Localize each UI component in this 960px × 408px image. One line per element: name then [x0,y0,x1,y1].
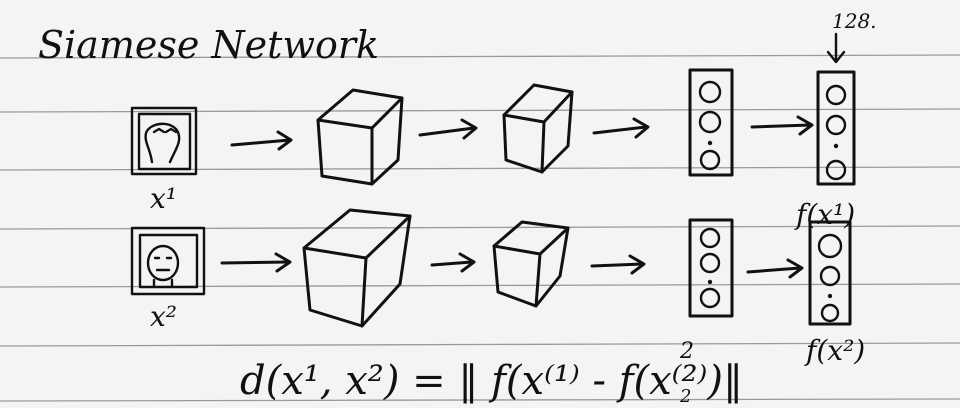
cnn-block-large-bottom [302,208,412,328]
encoding-vector-top [816,70,856,186]
formula-superscript: 2 [679,339,694,364]
input-label-top: x¹ [150,182,177,215]
face-sketch-bottom [146,244,180,282]
encoding-vector-bottom [808,220,852,326]
embedding-size-label: 128. [832,9,877,33]
input-label-bottom: x² [150,300,177,333]
arrow-input-to-cnn-top [230,138,292,147]
distance-formula: d(x¹, x²) = ‖ f(x⁽¹⁾ - f(x⁽²⁾)‖ [240,358,743,404]
cnn-block-small-top [502,83,574,174]
arrow-vector-to-encoding-bottom [746,266,802,274]
arrow-cnn-large-to-small-bottom [430,260,474,267]
feature-vector-bottom [688,218,734,318]
distance-formula-main: d(x¹, x²) = ‖ f(x⁽¹⁾ - f(x⁽²⁾)‖ [240,358,743,404]
cnn-block-large-top [316,88,404,186]
bottom-input-image [130,226,206,296]
diagram-title: Siamese Network [38,23,379,67]
arrow-cnn-to-vector-bottom [590,262,644,268]
top-input-image [130,106,198,176]
arrow-cnn-large-to-small-top [418,126,476,137]
arrow-vector-to-encoding-top [750,123,812,129]
output-label-top: f(x¹) [794,198,855,231]
feature-vector-top [688,68,734,177]
arrow-input-to-cnn-bottom [220,260,290,265]
arrow-cnn-to-vector-top [592,125,648,135]
formula-subscript: 2 [679,386,691,404]
cnn-block-small-bottom [492,220,570,308]
output-label-bottom: f(x²) [804,334,865,367]
face-sketch-top [144,122,181,164]
